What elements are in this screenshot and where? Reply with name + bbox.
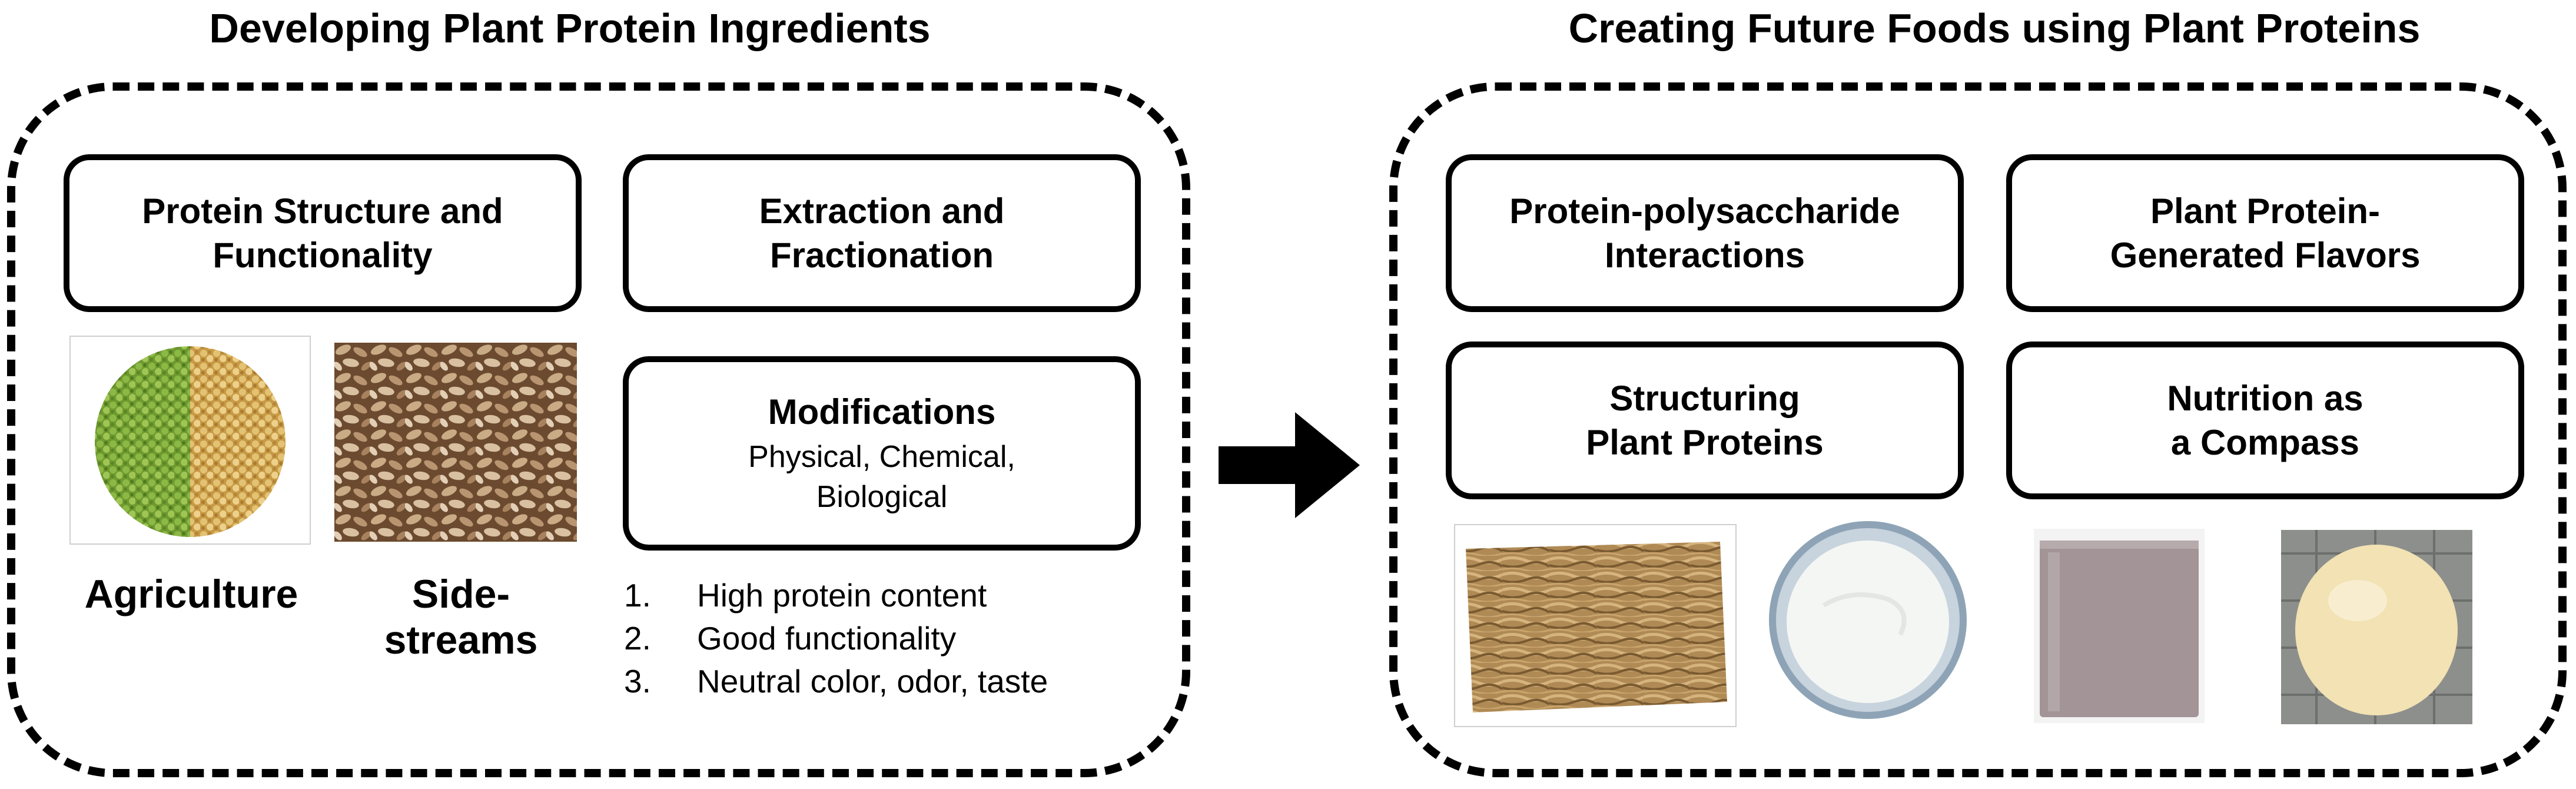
protein-structure-box-title: Protein Structure and Functionality [142,191,503,275]
requirement-text: Neutral color, odor, taste [697,663,1048,700]
plant-cheese-photo [2281,530,2472,724]
grain-husks-illustration [334,343,577,542]
textured-protein-illustration [1466,542,1727,712]
modifications-box: Modifications Physical, Chemical, Biolog… [623,356,1141,551]
agriculture-label: Agriculture [84,572,298,616]
extraction-box: Extraction and Fractionation [623,154,1141,312]
split-peas-illustration [95,346,286,537]
nutrition-box-title: Nutrition as a Compass [2167,379,2363,462]
modifications-box-title: Modifications [768,392,996,432]
cheese-ball-illustration [2281,530,2472,724]
structuring-box: Structuring Plant Proteins [1446,342,1964,499]
left-dashed-frame [7,82,1190,777]
plant-beverage-photo [2034,529,2205,723]
extraction-box-title: Extraction and Fractionation [759,191,1005,275]
nutrition-box: Nutrition as a Compass [2006,342,2524,499]
flavors-box-title: Plant Protein- Generated Flavors [2110,191,2421,275]
right-dashed-frame [1389,82,2567,777]
modifications-box-subtitle: Physical, Chemical, Biological [748,439,1015,514]
beverage-glass-illustration [2034,529,2205,723]
split-peas-photo [69,336,311,545]
sidestreams-photo [334,343,577,542]
protein-structure-box: Protein Structure and Functionality [64,154,582,312]
right-arrow-icon [1219,412,1360,518]
right-section-title: Creating Future Foods using Plant Protei… [1568,5,2421,51]
yogurt-cup-photo [1765,517,1971,723]
requirement-item: 3. Neutral color, odor, taste [624,660,1048,703]
left-section-title: Developing Plant Protein Ingredients [209,5,931,51]
sidestreams-label: Side- streams [384,572,538,663]
requirement-number: 3. [624,663,651,700]
requirement-item: 2. Good functionality [624,617,1048,660]
requirement-number: 2. [624,620,651,657]
structuring-box-title: Structuring Plant Proteins [1586,379,1824,462]
requirement-text: High protein content [697,577,987,614]
yogurt-cup-illustration [1769,521,1967,719]
interactions-box-title: Protein-polysaccharide Interactions [1509,191,1900,275]
requirement-number: 1. [624,577,651,614]
flavors-box: Plant Protein- Generated Flavors [2006,154,2524,312]
interactions-box: Protein-polysaccharide Interactions [1446,154,1964,312]
requirement-text: Good functionality [697,620,957,657]
requirement-item: 1. High protein content [624,574,1048,617]
requirements-list: 1. High protein content 2. Good function… [624,574,1048,703]
textured-protein-photo [1454,524,1737,727]
